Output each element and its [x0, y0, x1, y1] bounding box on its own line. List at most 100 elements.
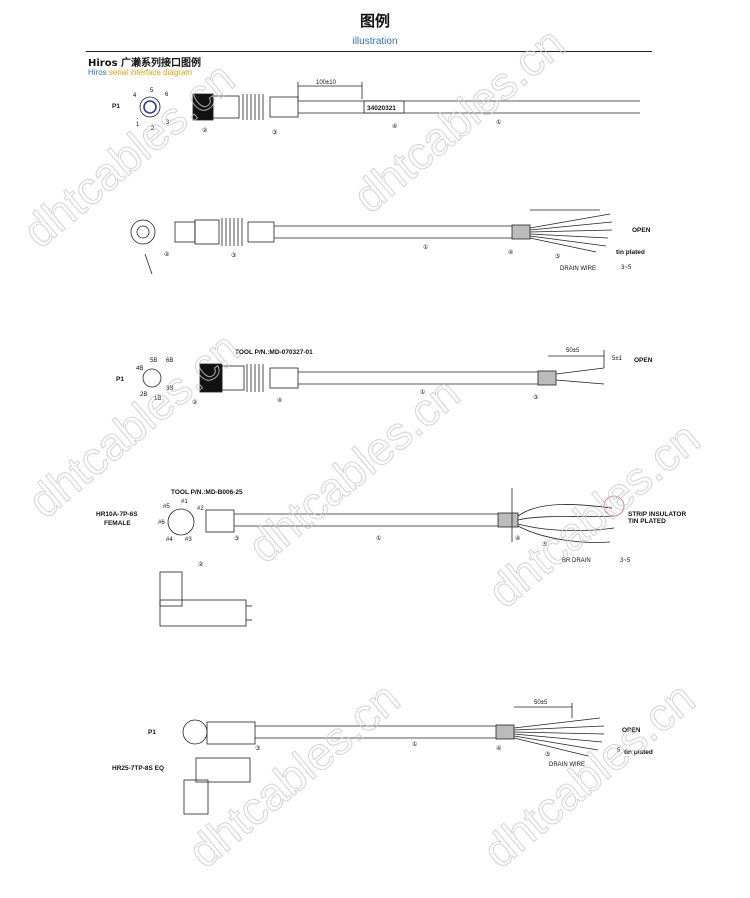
d2-dim-text: 3~5: [621, 265, 632, 271]
d3-callout: ④: [277, 397, 282, 404]
watermark-layer: dhtcables.cn dhtcables.cn dhtcables.cn d…: [12, 16, 709, 878]
d1-pin-face: [139, 96, 161, 118]
watermark-text: dhtcables.cn: [473, 672, 704, 878]
watermark-text: dhtcables.cn: [178, 672, 409, 878]
d5-callout: ⑤: [545, 751, 550, 758]
d3-knurl: [246, 364, 264, 392]
d1-pin-label: 5: [150, 88, 154, 94]
d4-callout: ③: [234, 535, 239, 542]
page-subtitle: illustration: [352, 36, 398, 47]
d5-wires: [513, 717, 605, 757]
d3-p1-label: P1: [116, 376, 124, 383]
d2-knurl: [221, 218, 243, 246]
d1-callout: ④: [392, 123, 397, 130]
d5-callout: ④: [496, 745, 501, 752]
d2-strain-relief: [247, 221, 275, 243]
d2-callout: ③: [231, 252, 236, 259]
d3-strain-relief: [269, 367, 299, 389]
diagram-5: P1 50±5 OPEN tin plated DRAIN WIRE 5 HR2…: [112, 700, 653, 815]
diagram-1: P1 4 5 6 1 2 3 100±10 34020321 ② ③ ④ ①: [112, 80, 640, 136]
d1-p1-label: P1: [112, 103, 120, 110]
d1-pin-label: 3: [166, 120, 170, 126]
d2-leader: [144, 253, 153, 275]
d3-tool-label: TOOL P/N.:MD-070327-01: [235, 349, 313, 356]
d3-pin-label: 2B: [140, 392, 147, 398]
d3-callout: ③: [533, 394, 538, 401]
d2-pin-ring: [136, 225, 150, 239]
d3-pin-label: 1B: [154, 396, 161, 402]
header-divider: [86, 51, 652, 52]
d2-callout: ①: [423, 244, 428, 251]
watermark-text: dhtcables.cn: [13, 52, 244, 258]
d3-dim1-text: 50±5: [566, 348, 580, 354]
page-title: 图例: [359, 12, 390, 30]
d2-open-label: OPEN: [632, 227, 651, 234]
d3-shield: [537, 370, 557, 386]
d1-pin-label: 1: [136, 122, 140, 128]
d1-pin-label: 6: [165, 92, 169, 98]
d3-dim2-text: 5±1: [612, 356, 623, 362]
d3-pin-label: 4B: [136, 366, 143, 372]
d5-drain-label: DRAIN WIRE: [549, 762, 585, 768]
diagram-4: TOOL P/N.:MD-B006-25 HR10A-7P-6S FEMALE …: [96, 488, 686, 627]
section-subtitle: Hiros serial interface diagram: [88, 68, 192, 77]
d4-shield: [497, 512, 519, 528]
d2-tin-label: tin plated: [616, 249, 645, 256]
d3-wires: [555, 367, 605, 385]
d1-pin-ring: [143, 100, 157, 114]
d1-pin-label: 4: [133, 93, 137, 99]
section-subtitle-brand: Hiros: [88, 68, 107, 77]
d4-wires: [517, 504, 615, 543]
diagram-3: TOOL P/N.:MD-070327-01 P1 5B 6B 4B 3B 2B…: [116, 348, 653, 406]
d1-knurl: [242, 94, 264, 120]
diagram-2: OPEN tin plated 3~5 DRAIN WIRE ② ③ ① ④ ⑤: [130, 209, 651, 275]
watermark-text: dhtcables.cn: [238, 367, 469, 573]
d1-callout: ①: [496, 119, 501, 126]
d5-dim2-text: 5: [617, 748, 621, 754]
d4-highlight-circle: [603, 495, 625, 517]
d3-open-label: OPEN: [634, 357, 653, 364]
d2-connector-head: [174, 221, 196, 243]
d2-shield: [511, 224, 531, 240]
d5-connector-label: HR25-7TP-8S EQ: [112, 765, 164, 772]
d2-pin-face: [130, 219, 156, 245]
d4-pin-label: #3: [185, 537, 192, 543]
watermark-text: dhtcables.cn: [343, 17, 574, 223]
d2-callout: ④: [508, 249, 513, 256]
d4-dim-text: 3~5: [620, 558, 631, 564]
d5-connector-face: [182, 719, 208, 745]
d4-tin-label: TIN PLATED: [628, 518, 666, 525]
d3-callout: ①: [420, 389, 425, 396]
d3-callout: ②: [192, 399, 198, 406]
d4-callout: ⑤: [542, 541, 547, 548]
d4-callout: ④: [515, 535, 520, 542]
d4-callout: ②: [198, 561, 204, 568]
d3-connector-body: [221, 365, 245, 391]
d4-strain-relief: [205, 509, 235, 533]
d4-pin-label: #4: [166, 537, 173, 543]
d4-pin-face: [167, 508, 195, 536]
d5-side-connector-tail: [183, 779, 209, 815]
d2-drain-label: DRAIN WIRE: [560, 266, 596, 272]
d5-side-connector-elbow: [195, 757, 251, 783]
d1-part-number: 34020321: [367, 105, 396, 112]
d4-side-connector-elbow: [159, 599, 247, 627]
d4-tool-label: TOOL P/N.:MD-B006-25: [171, 489, 243, 496]
d4-strip-label: STRIP INSULATOR: [628, 511, 686, 518]
d1-strain-relief: [269, 96, 299, 118]
d2-wires: [529, 213, 613, 253]
d4-pin-label: #2: [197, 506, 204, 512]
d5-tin-label: tin plated: [624, 749, 653, 756]
d3-pin-label: 6B: [166, 358, 173, 364]
d2-callout: ⑤: [555, 253, 560, 260]
d1-pin-label: 2: [151, 126, 155, 132]
d3-pin-label: 3B: [166, 386, 173, 392]
d2-connector-body: [194, 219, 220, 245]
watermark-text: dhtcables.cn: [18, 322, 249, 528]
d4-pin-label: #6: [158, 520, 165, 526]
d4-gender-label: FEMALE: [104, 520, 131, 527]
d5-shield: [495, 724, 515, 740]
d4-drain-label: BR DRAIN: [562, 558, 591, 564]
d4-callout: ①: [376, 535, 381, 542]
d1-callout: ③: [272, 129, 277, 136]
